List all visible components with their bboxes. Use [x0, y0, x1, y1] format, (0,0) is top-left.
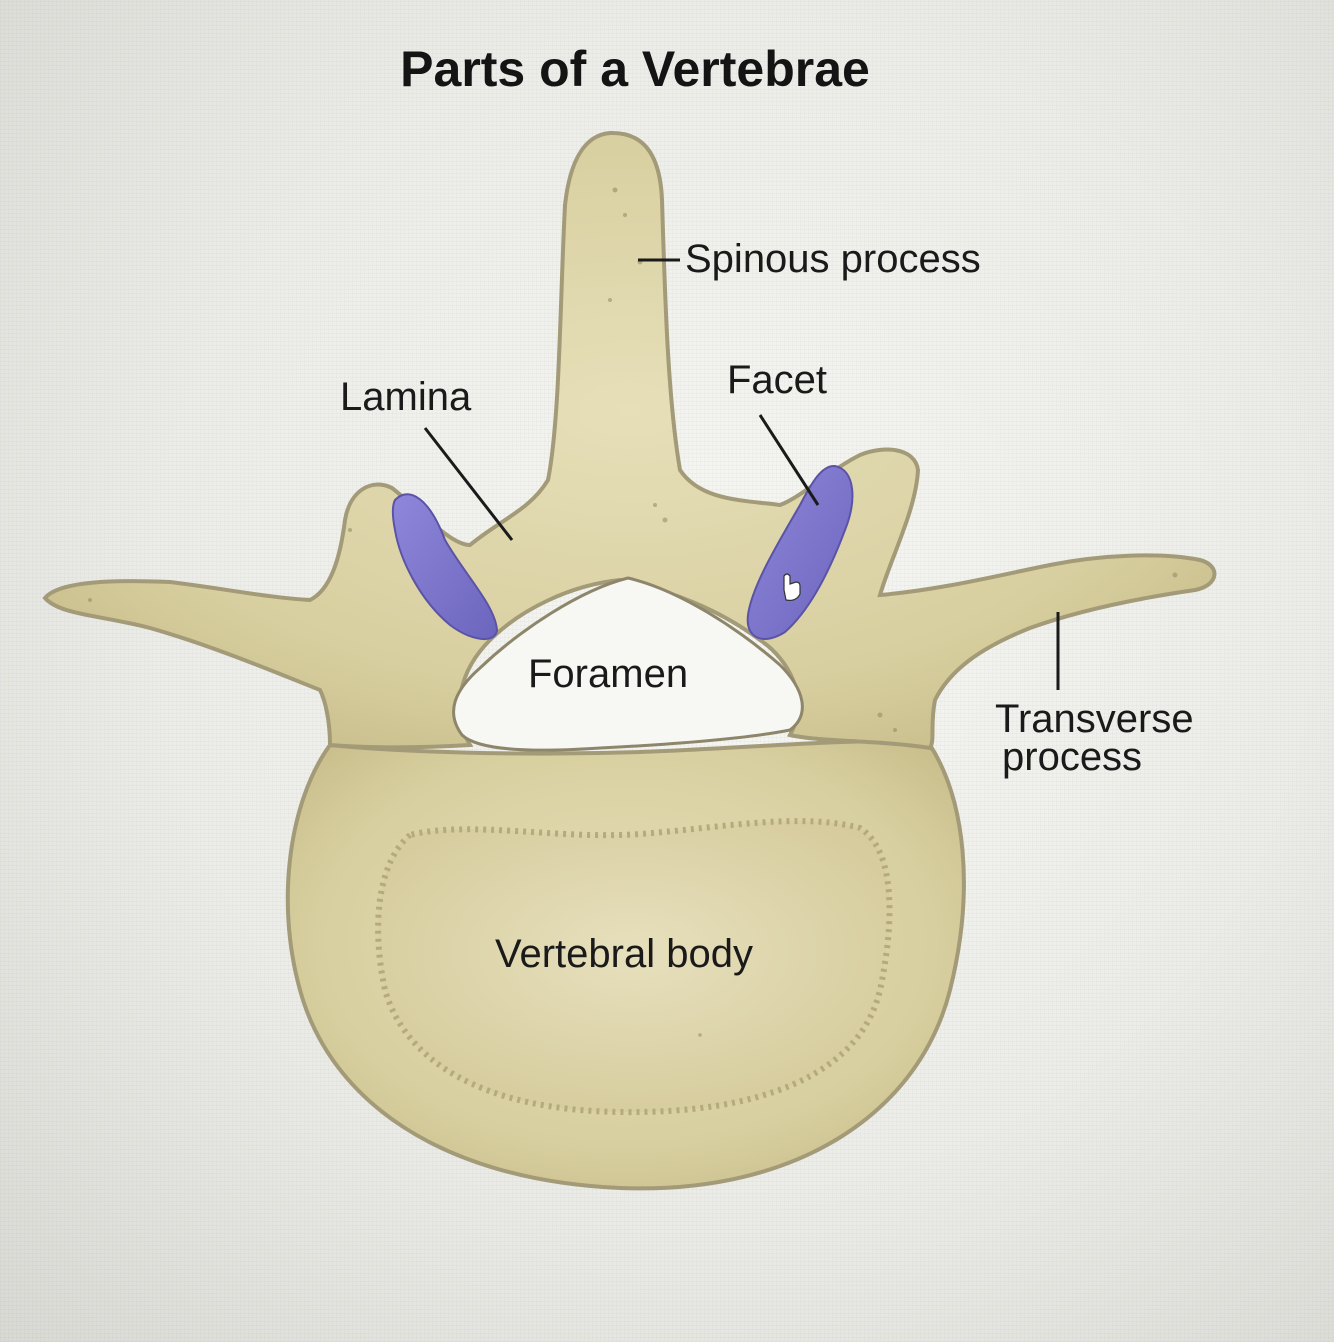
bone-texture: [88, 187, 1178, 1037]
page-title: Parts of a Vertebrae: [400, 41, 870, 97]
label-lamina: Lamina: [340, 375, 472, 419]
vertebral-body-inner: [375, 818, 893, 1116]
facet-leader: [758, 414, 820, 506]
label-transverse-process-line1: Transverse: [995, 697, 1194, 741]
label-vertebral-body: Vertebral body: [495, 932, 753, 976]
label-foramen: Foramen: [528, 652, 688, 696]
label-transverse-process-line2: process: [1002, 735, 1142, 779]
label-facet: Facet: [727, 358, 827, 402]
label-spinous-process: Spinous process: [685, 237, 981, 281]
right-facet: [746, 464, 854, 640]
lamina-leader: [423, 427, 514, 541]
hand-cursor-icon: [783, 573, 801, 601]
foramen-opening: [452, 576, 804, 752]
left-facet: [391, 493, 499, 641]
vertebral-arch: [42, 130, 1217, 751]
